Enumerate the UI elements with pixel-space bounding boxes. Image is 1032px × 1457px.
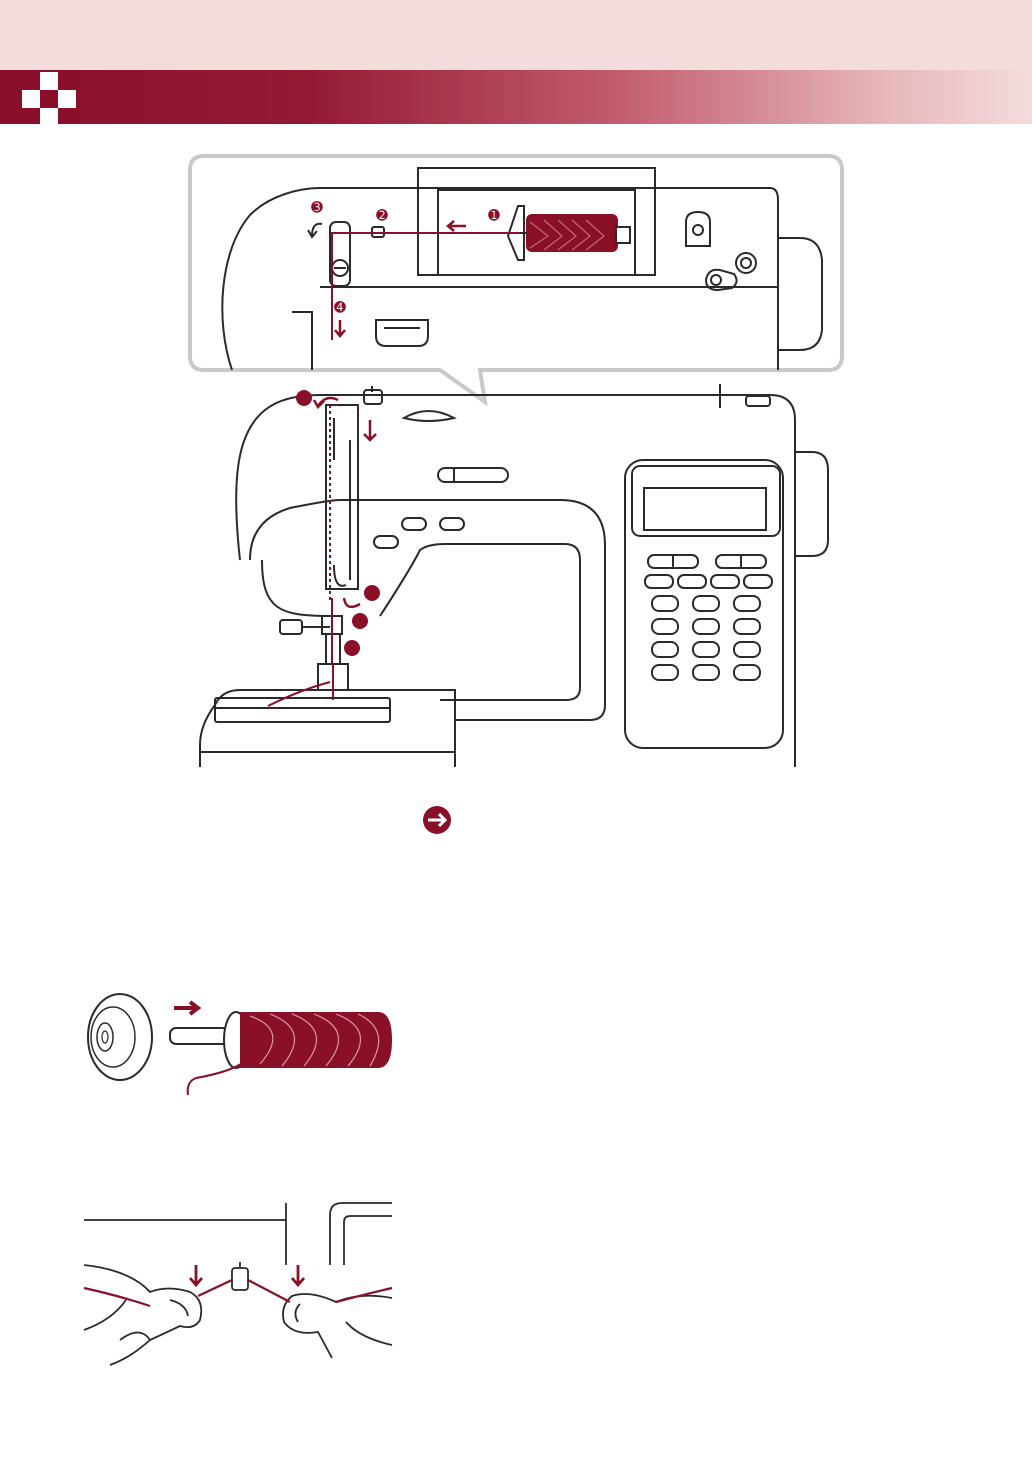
step-marker-1: ➊ (488, 208, 500, 224)
hands-thread-guide-illustration (84, 1203, 392, 1365)
step-marker-3: ➌ (311, 200, 323, 216)
spool-pin-and-thread (170, 1002, 392, 1095)
machine-thread-path (268, 405, 358, 706)
sewing-machine-drawing (200, 384, 828, 768)
zoom-callout: ➊ ➋ ➌ ➍ (190, 156, 842, 402)
threading-arrow-icon (364, 420, 376, 440)
step-marker-4: ➍ (334, 300, 346, 316)
spool-cap-illustration (88, 994, 152, 1080)
step-marker-2: ➋ (376, 208, 388, 224)
next-page-arrow-icon (423, 806, 451, 834)
